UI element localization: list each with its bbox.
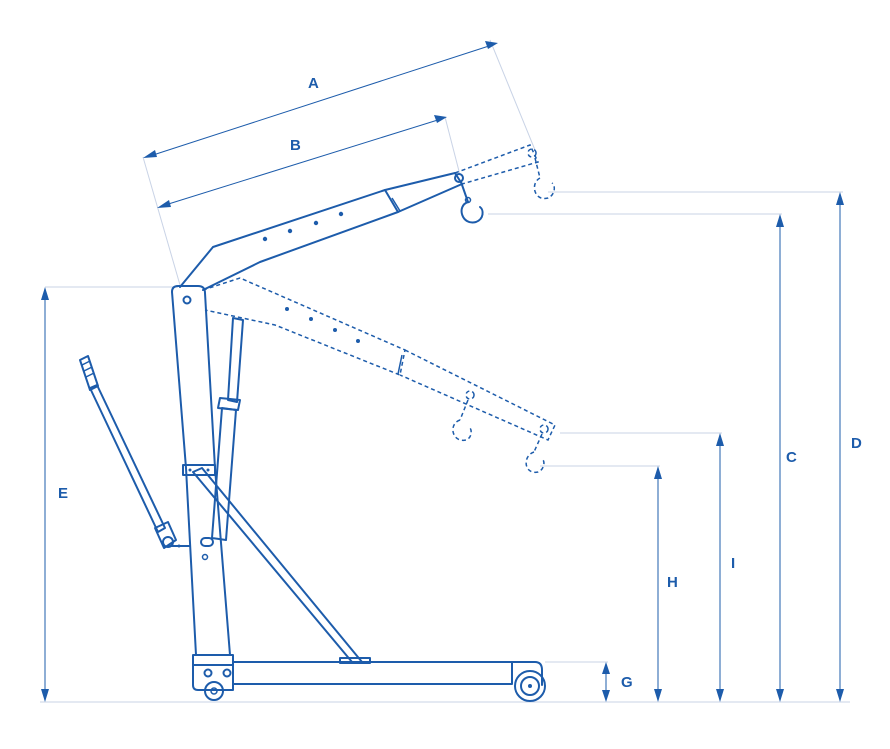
dimension-lines xyxy=(41,41,844,702)
label-b: B xyxy=(290,137,301,154)
crane-drawing xyxy=(79,144,556,702)
dim-b-line xyxy=(161,118,442,207)
label-g: G xyxy=(621,674,633,691)
label-h: H xyxy=(667,574,678,591)
dim-a-arrow-start xyxy=(143,150,157,158)
label-c: C xyxy=(786,449,797,466)
mast xyxy=(171,285,231,656)
hydraulic-ram xyxy=(211,317,244,541)
label-d: D xyxy=(851,435,862,452)
pump-handle xyxy=(79,355,191,549)
dim-a-arrow-end xyxy=(485,41,498,49)
lower-boom xyxy=(202,277,556,473)
label-i: I xyxy=(731,555,735,572)
guide-lines xyxy=(40,39,850,703)
label-a: A xyxy=(308,75,319,92)
upper-boom-extended xyxy=(454,144,556,200)
label-e: E xyxy=(58,485,68,502)
base-and-wheels xyxy=(192,654,546,702)
dim-a-line xyxy=(149,44,493,157)
dimension-labels: A B C D E G H I xyxy=(58,75,862,691)
diagonal-brace xyxy=(192,467,371,664)
upper-boom xyxy=(179,172,484,291)
dim-b-arrow-start xyxy=(157,200,171,208)
dim-b-arrow-end xyxy=(434,115,447,123)
